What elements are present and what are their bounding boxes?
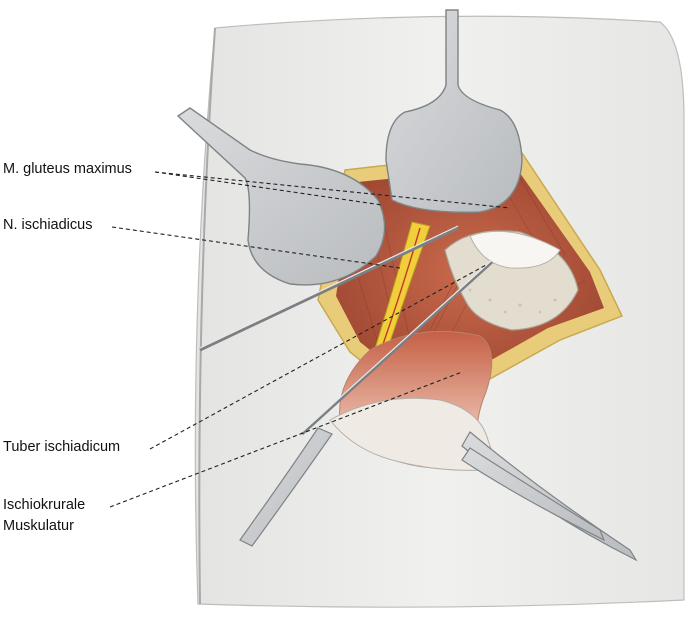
label-ischiokrurale-line1: Ischiokrurale bbox=[3, 497, 86, 513]
label-ischiokrurale-line2: Muskulatur bbox=[3, 518, 74, 534]
probe-wires bbox=[199, 226, 494, 436]
label-tuber-ischiadicum: Tuber ischiadicum bbox=[3, 439, 121, 455]
retractor-top bbox=[385, 9, 523, 213]
retractor-left bbox=[176, 107, 386, 286]
leader-gluteus-1 bbox=[154, 171, 383, 206]
label-gluteus-maximus: M. gluteus maximus bbox=[3, 161, 132, 177]
drape-edge bbox=[198, 27, 216, 605]
leader-tuber bbox=[149, 264, 487, 450]
forceps bbox=[239, 427, 638, 562]
label-n-ischiadicus: N. ischiadicus bbox=[3, 217, 93, 233]
leader-lines bbox=[109, 171, 511, 508]
bone-texture bbox=[468, 288, 557, 314]
leader-gluteus-2 bbox=[154, 171, 511, 209]
